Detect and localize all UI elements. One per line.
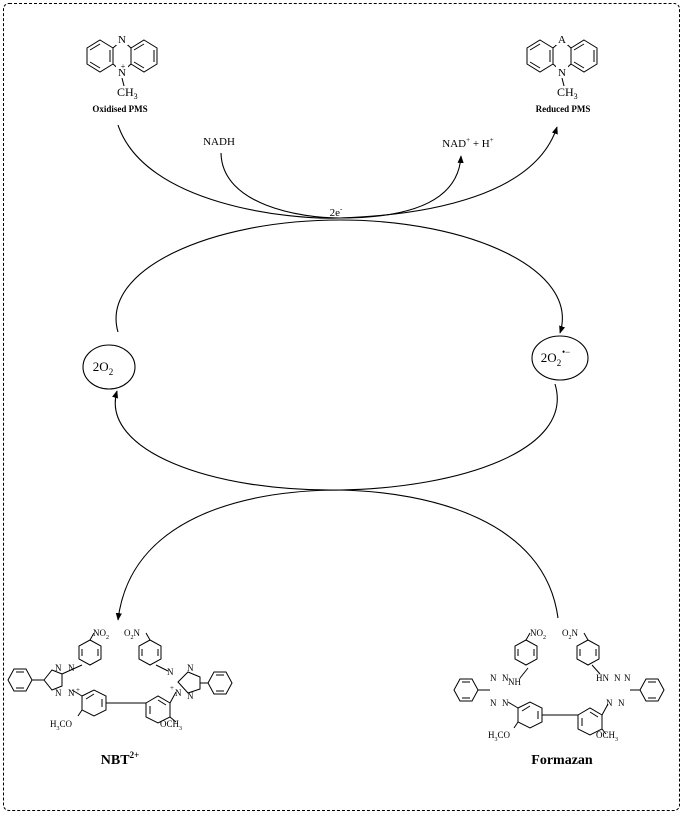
pms-bottom-n: N <box>118 67 126 79</box>
pms-methyl: CH3 <box>117 85 138 101</box>
nad-label: NAD+ + H+ <box>442 136 493 150</box>
svg-text:N: N <box>606 698 613 708</box>
formazan-methoxy-right: OCH3 <box>596 730 618 743</box>
svg-text:N: N <box>55 688 62 698</box>
reduced-pms-bottom-n: N <box>558 67 566 79</box>
o2-right-label: 2O2 <box>541 350 561 368</box>
reduced-pms-top-atom: A <box>558 34 566 46</box>
svg-text:N: N <box>614 673 621 683</box>
svg-text:N: N <box>618 698 625 708</box>
diagram-frame <box>3 3 680 811</box>
svg-text:N: N <box>624 673 631 683</box>
o2-circle <box>82 344 136 390</box>
svg-text:N: N <box>167 667 174 677</box>
nbt-methoxy-right: OCH3 <box>160 719 182 732</box>
svg-text:N: N <box>55 663 62 673</box>
nbt-nitro-left: NO2 <box>93 628 109 641</box>
svg-text:N: N <box>502 698 509 708</box>
svg-text:N: N <box>502 673 509 683</box>
superoxide-circle <box>531 335 589 381</box>
o2-right-superscript: •− <box>562 347 570 357</box>
superoxide-formation-arrow <box>115 219 566 334</box>
svg-text:N: N <box>68 663 75 673</box>
formazan-nh-left: NH <box>508 677 521 687</box>
nbt-structure: N N N + N NO2 H3CO OCH3 + N N N N <box>7 628 233 732</box>
svg-text:+: + <box>76 686 80 694</box>
nbt-reduction-arrow <box>115 489 559 621</box>
pms-top-n: N <box>118 34 126 46</box>
reduced-pms-methyl: CH3 <box>557 85 578 101</box>
reduced-pms-label: Reduced PMS <box>536 104 591 114</box>
formazan-structure: N N N N NH NO2 H3CO OCH3 N N HN N N <box>453 628 665 743</box>
formazan-label: Formazan <box>531 753 593 768</box>
nadh-oxidation-arrow <box>220 152 464 219</box>
formazan-methoxy-left: H3CO <box>488 730 511 743</box>
svg-text:N: N <box>187 663 194 673</box>
pms-charge: + <box>121 62 126 71</box>
formazan-nh-right: HN <box>596 673 609 683</box>
svg-text:N: N <box>490 673 497 683</box>
oxidised-pms-structure: N N + CH3 <box>86 33 158 101</box>
nadh-label: NADH <box>203 136 235 148</box>
svg-text:N: N <box>490 698 497 708</box>
oxidised-pms-label: Oxidised PMS <box>92 104 147 114</box>
nbt-nitro-right: O2N <box>124 628 141 641</box>
o2-left-label: 2O2 <box>93 359 113 377</box>
formazan-nitro-right: O2N <box>562 628 579 641</box>
svg-text:+: + <box>170 684 174 692</box>
svg-text:N: N <box>68 688 75 698</box>
nbt-label: NBT2+ <box>101 750 139 768</box>
electrons-label: 2e- <box>330 205 343 219</box>
formazan-nitro-left: NO2 <box>530 628 546 641</box>
nbt-methoxy-left: H3CO <box>50 719 73 732</box>
reduced-pms-structure: A N CH3 <box>526 33 598 101</box>
svg-text:N: N <box>175 688 182 698</box>
superoxide-regeneration-arrow <box>112 383 558 491</box>
svg-text:N: N <box>187 691 194 701</box>
